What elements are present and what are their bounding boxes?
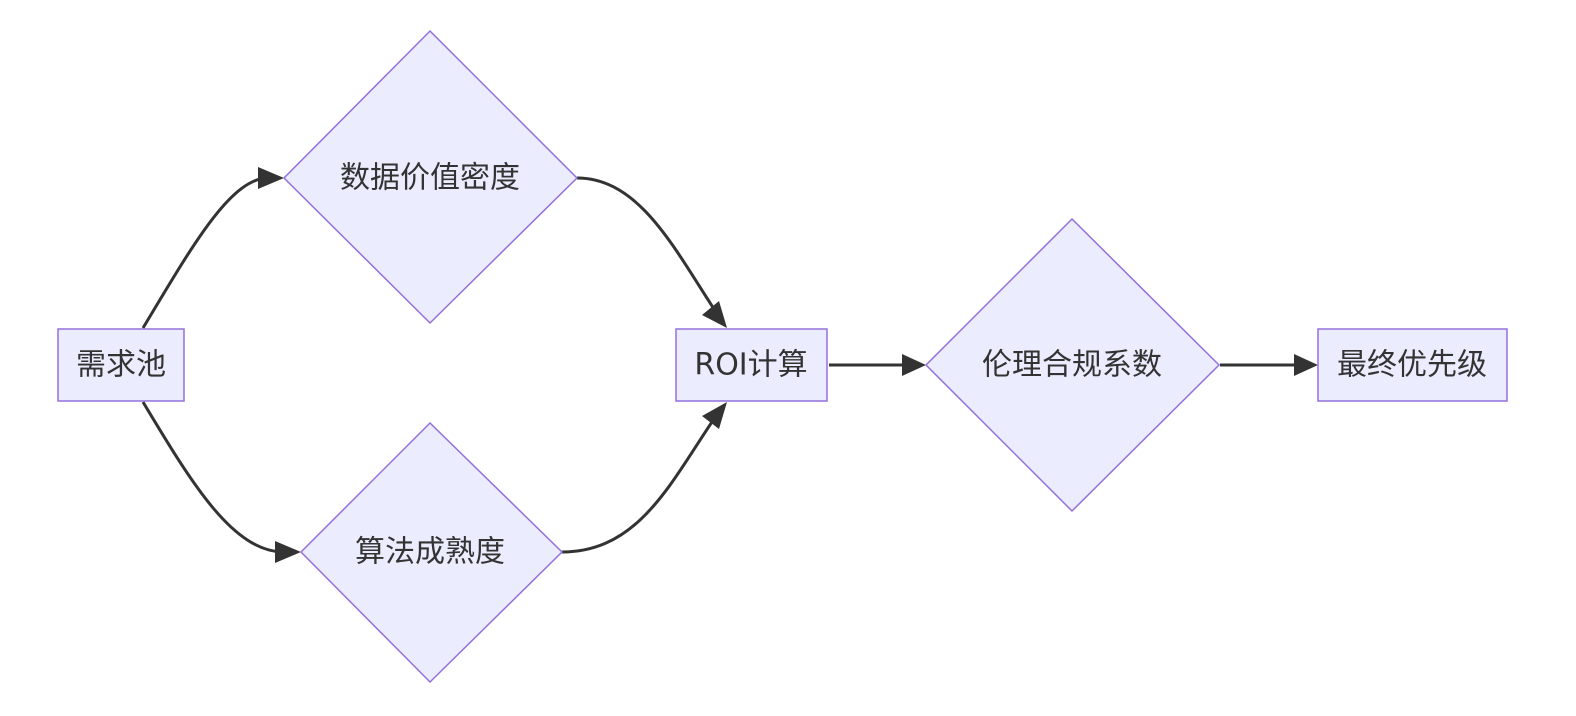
node-algo-maturity-label: 算法成熟度 (355, 535, 505, 570)
edge-pool-to-algo-maturity (141, 401, 285, 554)
edge-pool-to-data-value-arrow (258, 167, 284, 189)
node-priority-label: 最终优先级 (1337, 348, 1487, 383)
edge-algo-maturity-to-roi (561, 415, 718, 554)
edge-roi-to-ethics-arrow (902, 354, 926, 376)
node-pool-label: 需求池 (76, 348, 166, 383)
node-ethics: 伦理合规系数 (924, 217, 1221, 513)
node-roi: ROI计算 (675, 328, 828, 402)
node-algo-maturity: 算法成熟度 (299, 421, 564, 684)
node-pool: 需求池 (57, 328, 185, 402)
edge-algo-maturity-to-roi-arrow (702, 402, 727, 429)
node-roi-label: ROI计算 (694, 348, 807, 383)
edge-ethics-to-priority-arrow (1294, 354, 1318, 376)
node-ethics-label: 伦理合规系数 (982, 348, 1162, 383)
edge-data-value-to-roi (576, 176, 718, 313)
node-data-value: 数据价值密度 (282, 29, 579, 325)
node-priority: 最终优先级 (1317, 328, 1508, 402)
node-data-value-label: 数据价值密度 (340, 161, 520, 196)
edge-pool-to-algo-maturity-arrow (275, 541, 301, 563)
edge-pool-to-data-value (141, 176, 269, 329)
edge-data-value-to-roi-arrow (702, 301, 727, 328)
